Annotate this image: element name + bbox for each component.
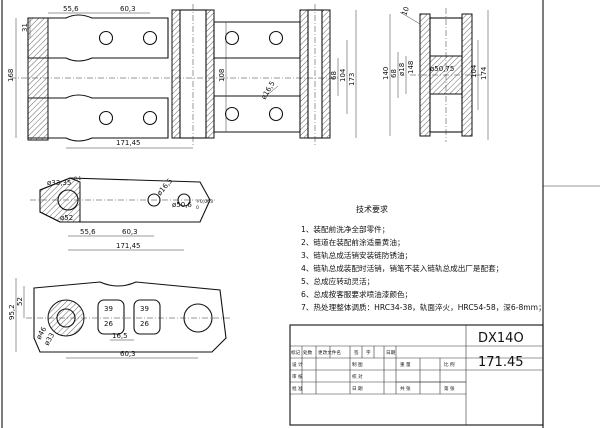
dim-173: 173 (348, 73, 356, 86)
dim-16-5: 16,5 (112, 332, 128, 340)
dim-168: 168 (7, 69, 15, 82)
dim-phi50-75: ø50,75 (430, 65, 454, 73)
technical-notes: 技术要求 1、装配前洗净全部零件； 2、链道在装配前涂适量黄油； 3、链轨总成活… (301, 204, 546, 312)
tb-total-sheets: 共 张 (400, 385, 411, 392)
dim-10: 10 (400, 6, 411, 17)
note-1: 1、装配前洗净全部零件； (301, 224, 389, 234)
top-link-lower (27, 94, 169, 142)
dim-95-2: 95,2 (8, 304, 16, 320)
tb-pitch: 171.45 (478, 355, 524, 370)
tb-design: 设 计 (292, 361, 303, 368)
tb-drawing: 制 图 (352, 361, 363, 368)
dim-26b: 26 (140, 320, 149, 328)
tb-check: 校 对 (352, 373, 363, 380)
tb-r1-c1: 标记 (291, 349, 301, 356)
dim-171-45: 171,45 (116, 139, 141, 147)
tb-r1-c6: 日期 (386, 350, 396, 356)
bottom-window (133, 299, 161, 335)
inner-link-upper (213, 21, 301, 59)
tb-r1-c3: 更改文件名 (318, 349, 341, 356)
tb-r1-c4: 签 (354, 349, 359, 356)
dim-68: 68 (330, 71, 338, 80)
bottom-view: 95,2 52 39 39 26 26 16,5 60,3 ø46 ø33 (8, 278, 232, 359)
pin-section-left (171, 9, 181, 139)
dim-68-side: 68 (390, 69, 398, 78)
dim-phi50-6: ø50,6 (172, 201, 192, 209)
dim-phi16-5-mid: ø16,5 (155, 177, 174, 197)
dim-60-3-bottom: 60,3 (120, 350, 136, 358)
bolt-hole (98, 110, 114, 126)
bolt-hole (268, 106, 284, 122)
left-pad-section (27, 17, 49, 141)
note-7: 7、热处理整体调质：HRC34-38，轨面淬火，HRC54-58，深6-8mm； (301, 302, 546, 312)
tb-approve: 批 准 (292, 385, 303, 392)
dim-phi16-5: ø16,5 (260, 80, 277, 101)
side-view: 140 68 ø18 148 104 174 ø50,75 10 (382, 6, 489, 142)
bolt-hole (224, 30, 240, 46)
top-link-upper (27, 14, 169, 62)
title-block: 标记 处数 更改文件名 签 字 日期 设 计 制 图 审 核 校 对 批 准 日… (289, 324, 544, 426)
dim-31: 31 (21, 23, 29, 32)
dim-104-side: 104 (470, 64, 478, 78)
tb-r1-c5: 字 (366, 349, 371, 356)
notes-title: 技术要求 (356, 204, 388, 214)
dim-26a: 26 (104, 320, 113, 328)
bottom-link-outline (33, 281, 227, 353)
bottom-window (97, 299, 125, 335)
dim-phi50-6-tol-b: 0 (196, 205, 199, 211)
inner-link-lower (213, 95, 301, 133)
dim-39a: 39 (104, 305, 113, 313)
pin-section-right (205, 9, 215, 139)
dim-39b: 39 (140, 305, 149, 313)
top-view: 55,6 60,3 168 31 108 68 104 173 171,45 ø… (7, 4, 357, 149)
note-3: 3、链轨总成活销安装链防锈油； (301, 250, 412, 260)
dim-104: 104 (339, 68, 347, 82)
dim-148: 148 (407, 61, 415, 74)
mid-view: ø33,35 0,1 ø52 ø16,5 ø50,6 +0,063 0 55,6… (30, 176, 215, 251)
bolt-hole (98, 30, 114, 46)
dim-60-3-mid: 60,3 (122, 228, 138, 236)
bolt-hole (268, 30, 284, 46)
dim-171-45-mid: 171,45 (116, 242, 141, 250)
note-5: 5、总成应转动灵活； (301, 276, 374, 286)
dim-phi52: ø52 (60, 214, 73, 222)
pin2-section-left (299, 9, 309, 139)
tb-sheet-no: 第 张 (444, 385, 455, 392)
tb-r1-c2: 处数 (303, 349, 313, 356)
bolt-hole (224, 106, 240, 122)
dim-55-6-mid: 55,6 (80, 228, 96, 236)
dim-52: 52 (16, 297, 24, 306)
tb-date: 日 期 (352, 386, 363, 392)
dim-174: 174 (480, 66, 488, 80)
bolt-hole (142, 30, 158, 46)
dim-140: 140 (382, 67, 390, 80)
dim-phi33-35: ø33,35 (47, 179, 71, 187)
note-6: 6、总成按客服要求喷油漆颜色； (301, 289, 412, 299)
dim-55-6: 55,6 (63, 5, 79, 13)
tb-review: 审 核 (292, 373, 303, 380)
tb-scale: 比 例 (444, 361, 455, 368)
note-2: 2、链道在装配前涂适量黄油； (301, 237, 405, 247)
dim-phi18: ø18 (398, 63, 406, 76)
tb-model: DX14O (478, 331, 524, 346)
note-4: 4、链轨总成装配时活销，销笔不装入链轨总成出厂是配套； (301, 263, 503, 273)
dim-phi33-35-tol: 0,1 (74, 176, 81, 182)
bolt-hole (142, 110, 158, 126)
pin2-section-right (321, 9, 331, 139)
tb-weight: 重 量 (400, 361, 411, 368)
dim-60-3: 60,3 (120, 5, 136, 13)
dim-108: 108 (218, 69, 226, 82)
dim-phi50-6-tol-a: +0,063 (196, 199, 213, 205)
